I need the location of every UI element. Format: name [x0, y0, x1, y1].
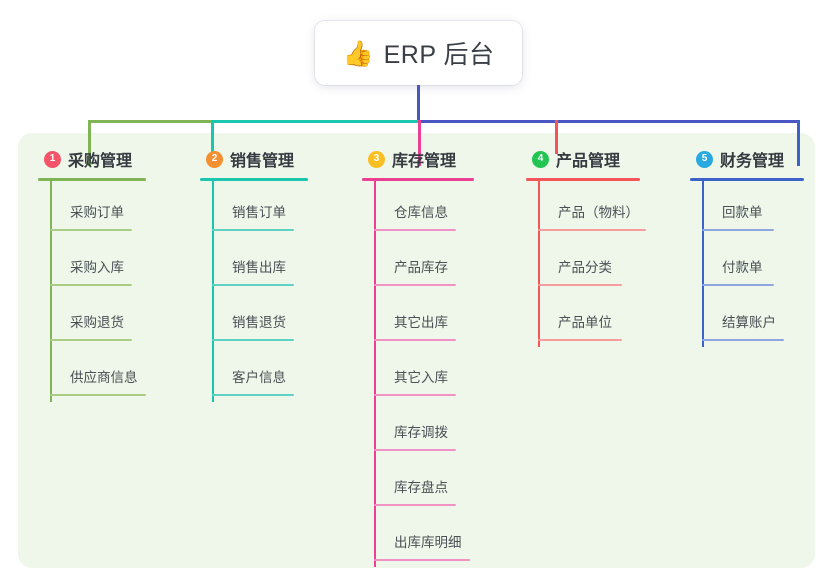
branch-item-underline — [702, 339, 784, 341]
branch-column-2: 2 销售管理销售订单销售出库销售退货客户信息 — [200, 144, 308, 402]
branch-title: 销售管理 — [230, 153, 295, 170]
bus-drop-2 — [211, 120, 214, 166]
branch-item-label: 产品单位 — [558, 315, 612, 330]
branch-column-3: 3 库存管理仓库信息产品库存其它出库其它入库库存调拨库存盘点出库库明细 — [362, 144, 474, 567]
branch-header-4[interactable]: 4 产品管理 — [526, 144, 620, 174]
bus-drop-3 — [418, 120, 421, 166]
bus-drop-1 — [88, 120, 91, 166]
branch-item-label: 采购入库 — [70, 260, 124, 275]
branch-title: 采购管理 — [68, 153, 133, 170]
branch-item-label: 产品分类 — [558, 260, 612, 275]
branch-item-underline — [538, 284, 622, 286]
branch-item-underline — [374, 284, 456, 286]
branch-title: 库存管理 — [392, 153, 457, 170]
branch-spine — [212, 181, 214, 402]
branch-item-underline — [374, 339, 456, 341]
branch-item-label: 其它入库 — [394, 370, 448, 385]
branches-panel — [18, 133, 815, 568]
branch-number-badge: 3 — [368, 150, 385, 168]
branch-underline — [38, 178, 146, 181]
branch-underline — [690, 178, 804, 181]
bus-drop-4 — [555, 120, 558, 154]
branch-column-5: 5 财务管理回款单付款单结算账户 — [690, 144, 804, 347]
branch-item-underline — [538, 339, 622, 341]
branch-number-badge: 2 — [206, 150, 223, 168]
branch-item-underline — [702, 229, 774, 231]
branch-item-label: 库存调拨 — [394, 425, 448, 440]
branch-underline — [200, 178, 308, 181]
branch-item-underline — [538, 229, 646, 231]
branch-item-label: 采购退货 — [70, 315, 124, 330]
root-stem-connector — [417, 85, 420, 121]
branch-spine — [702, 181, 704, 347]
branch-item-underline — [374, 394, 456, 396]
branch-header-1[interactable]: 1 采购管理 — [38, 144, 132, 174]
bus-segment-1 — [88, 120, 212, 123]
branch-item-underline — [50, 394, 146, 396]
thumbs-up-icon: 👍 — [342, 38, 374, 68]
branch-item-label: 回款单 — [722, 205, 763, 220]
branch-item-label: 出库库明细 — [394, 535, 462, 550]
branch-item-underline — [212, 339, 294, 341]
branch-item-underline — [50, 339, 132, 341]
branch-item-underline — [50, 229, 132, 231]
branch-underline — [526, 178, 640, 181]
branch-item-label: 供应商信息 — [70, 370, 138, 385]
branch-spine — [374, 181, 376, 567]
branch-item-label: 产品（物料） — [558, 205, 639, 220]
branch-title: 财务管理 — [720, 153, 785, 170]
branch-item-label: 付款单 — [722, 260, 763, 275]
root-node-title: ERP 后台 — [383, 41, 495, 69]
branch-item-label: 产品库存 — [394, 260, 448, 275]
branch-number-badge: 5 — [696, 150, 713, 168]
root-node[interactable]: 👍 ERP 后台 — [315, 21, 522, 85]
bus-segment-3 — [419, 120, 799, 123]
branch-spine — [538, 181, 540, 347]
branch-item-underline — [212, 394, 294, 396]
branch-item-label: 销售订单 — [232, 205, 286, 220]
branch-title: 产品管理 — [556, 153, 621, 170]
branch-number-badge: 1 — [44, 150, 61, 168]
branch-number-badge: 4 — [532, 150, 549, 168]
branch-underline — [362, 178, 474, 181]
branch-item-underline — [374, 229, 456, 231]
branch-item-underline — [374, 504, 456, 506]
branch-item-underline — [212, 229, 294, 231]
branch-header-3[interactable]: 3 库存管理 — [362, 144, 456, 174]
branch-item-underline — [374, 449, 456, 451]
branch-item-underline — [212, 284, 294, 286]
branch-header-2[interactable]: 2 销售管理 — [200, 144, 294, 174]
branch-item-underline — [374, 559, 470, 561]
branch-item-label: 销售出库 — [232, 260, 286, 275]
branch-item-label: 结算账户 — [722, 315, 776, 330]
branch-item-label: 采购订单 — [70, 205, 124, 220]
branch-item-label: 库存盘点 — [394, 480, 448, 495]
branch-item-label: 其它出库 — [394, 315, 448, 330]
branch-column-4: 4 产品管理产品（物料） 产品分类产品单位 — [526, 144, 646, 347]
branch-item-underline — [50, 284, 132, 286]
branch-item-label: 客户信息 — [232, 370, 286, 385]
branch-item-label: 仓库信息 — [394, 205, 448, 220]
branch-column-1: 1 采购管理采购订单采购入库采购退货供应商信息 — [38, 144, 146, 402]
bus-drop-5 — [797, 120, 800, 166]
bus-segment-2 — [212, 120, 419, 123]
branch-item-underline — [702, 284, 774, 286]
branch-header-5[interactable]: 5 财务管理 — [690, 144, 784, 174]
branch-item-label: 销售退货 — [232, 315, 286, 330]
branch-spine — [50, 181, 52, 402]
